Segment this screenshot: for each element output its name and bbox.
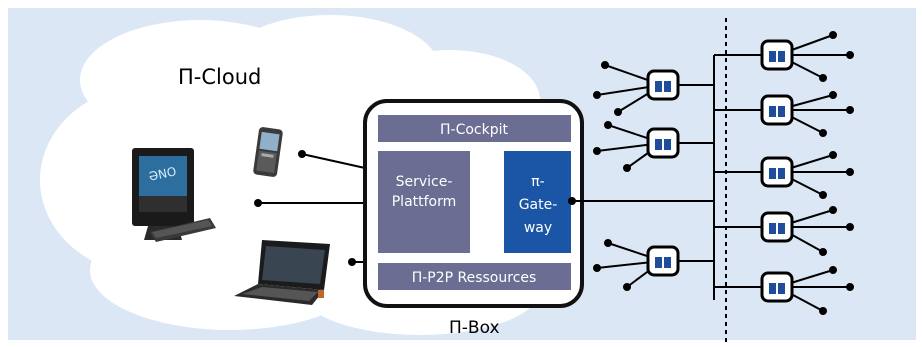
network-node-icon bbox=[760, 31, 854, 82]
network-bus bbox=[568, 18, 762, 345]
cloud-label: Π-Cloud bbox=[178, 65, 261, 89]
cockpit-panel bbox=[378, 115, 571, 142]
box-label: Π-Box bbox=[449, 318, 500, 338]
smartphone-icon bbox=[253, 127, 283, 177]
network-node-icon bbox=[760, 206, 854, 256]
pi-box: Π-Cockpit Service- Plattform π- Gate- wa… bbox=[363, 99, 584, 308]
desktop-computer-icon: ƏNO bbox=[132, 148, 216, 242]
screen-brand-text: ƏNO bbox=[147, 164, 177, 183]
network-node-icon bbox=[760, 151, 854, 199]
p2p-resources-panel bbox=[378, 263, 571, 290]
cockpit-label: Π-Cockpit bbox=[440, 122, 509, 138]
network-node-icon bbox=[760, 266, 854, 315]
network-node-icon bbox=[593, 121, 680, 172]
gateway-label-3: way bbox=[524, 220, 552, 236]
gateway-panel bbox=[504, 151, 571, 253]
service-platform-label-1: Service- bbox=[396, 174, 453, 190]
network-node-icon bbox=[760, 91, 854, 137]
p2p-resources-label: Π-P2P Ressources bbox=[412, 270, 537, 286]
network-node-icon bbox=[593, 239, 680, 291]
service-platform-panel bbox=[378, 151, 470, 253]
network-node-icon bbox=[593, 61, 680, 116]
device-links bbox=[254, 150, 368, 266]
gateway-label-2: Gate- bbox=[519, 197, 558, 213]
laptop-icon bbox=[234, 240, 330, 305]
gateway-label-1: π- bbox=[531, 174, 544, 190]
service-platform-label-2: Plattform bbox=[392, 194, 457, 210]
